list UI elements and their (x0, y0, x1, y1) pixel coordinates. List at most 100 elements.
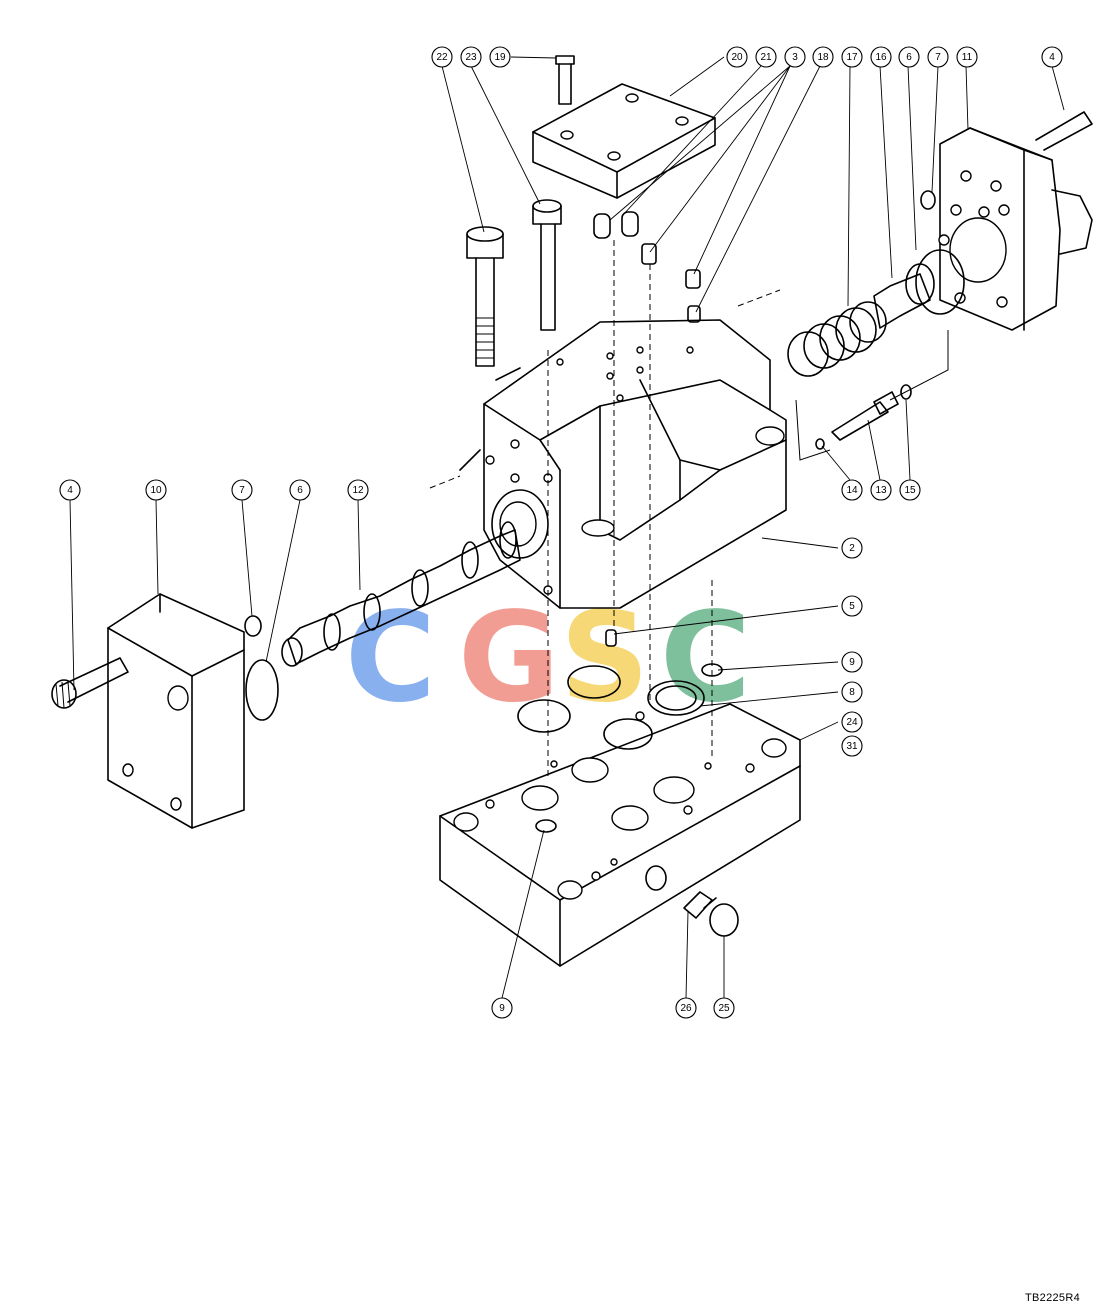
callout-label: 9 (849, 657, 855, 668)
right-end-cap (938, 111, 1093, 331)
o-ring-7-right (920, 190, 936, 210)
callout-12: 12 (347, 479, 369, 501)
callout-label: 6 (297, 485, 303, 496)
callout-circle (726, 46, 748, 68)
callout-circle (870, 46, 892, 68)
callout-circle (347, 479, 369, 501)
callout-20: 20 (726, 46, 748, 68)
callout-circle (870, 479, 892, 501)
callout-label: 8 (849, 687, 855, 698)
callout-24: 24 (841, 711, 863, 733)
callout-circle (460, 46, 482, 68)
callout-circle (841, 735, 863, 757)
callout-4: 4 (59, 479, 81, 501)
callout-circle (841, 651, 863, 673)
callout-circle (956, 46, 978, 68)
callout-label: 20 (731, 52, 743, 63)
callout-label: 17 (846, 52, 858, 63)
callout-circle (898, 46, 920, 68)
callout-label: 10 (150, 485, 162, 496)
callout-4: 4 (1041, 46, 1063, 68)
callout-label: 11 (962, 52, 973, 63)
center-lines (429, 240, 949, 780)
watermark: C G S C (345, 586, 751, 730)
leader-lines (69, 56, 1065, 999)
bolt-23 (532, 199, 562, 331)
callout-9: 9 (841, 651, 863, 673)
callout-8: 8 (841, 681, 863, 703)
callout-label: 6 (906, 52, 912, 63)
cover-plate (532, 83, 716, 199)
callout-circle (675, 997, 697, 1019)
callout-6: 6 (289, 479, 311, 501)
callout-21: 21 (755, 46, 777, 68)
drawing-reference-code: TB2225R4 (1025, 1292, 1080, 1304)
callout-25: 25 (713, 997, 735, 1019)
callout-label: 7 (935, 52, 941, 63)
callout-14: 14 (841, 479, 863, 501)
plugs (683, 891, 739, 937)
callout-label: 21 (760, 52, 772, 63)
callout-2: 2 (841, 537, 863, 559)
callout-11: 11 (956, 46, 978, 68)
o-ring-7-left (244, 615, 262, 637)
callout-16: 16 (870, 46, 892, 68)
watermark-letter-c1: C (345, 586, 436, 730)
callout-18: 18 (812, 46, 834, 68)
callout-circle (812, 46, 834, 68)
callout-label: 2 (849, 543, 855, 554)
callout-circle (431, 46, 453, 68)
callout-label: 7 (239, 485, 245, 496)
callout-circle (145, 479, 167, 501)
callout-23: 23 (460, 46, 482, 68)
callout-circle (841, 711, 863, 733)
callout-circle (231, 479, 253, 501)
callout-circle (713, 997, 735, 1019)
watermark-letter-s: S (560, 586, 649, 730)
callout-circle (841, 537, 863, 559)
callout-circle (784, 46, 806, 68)
callout-circle (59, 479, 81, 501)
callout-6: 6 (898, 46, 920, 68)
callout-label: 31 (846, 741, 858, 752)
callout-label: 22 (436, 52, 448, 63)
o-ring-6-left (245, 659, 279, 721)
callout-label: 23 (465, 52, 477, 63)
callout-19: 19 (489, 46, 511, 68)
callout-9: 9 (491, 997, 513, 1019)
spring (787, 301, 887, 377)
valve-body (459, 319, 787, 609)
callout-7: 7 (927, 46, 949, 68)
o-ring-6-right (915, 249, 965, 315)
callout-circle (841, 46, 863, 68)
callout-label: 18 (817, 52, 829, 63)
callout-label: 14 (846, 485, 858, 496)
callout-label: 3 (792, 52, 798, 63)
callout-label: 12 (352, 485, 364, 496)
small-seals (593, 211, 701, 323)
spool (281, 521, 521, 667)
callout-17: 17 (841, 46, 863, 68)
lower-plate (439, 703, 801, 967)
callout-label: 25 (718, 1003, 730, 1014)
callout-label: 9 (499, 1003, 505, 1014)
watermark-letter-g: G (458, 586, 560, 730)
plate-o-rings (517, 629, 723, 833)
left-end-cap (51, 593, 245, 829)
callout-label: 15 (904, 485, 916, 496)
relief-valve (815, 384, 912, 450)
callout-31: 31 (841, 735, 863, 757)
callout-circle (755, 46, 777, 68)
callout-circle (841, 595, 863, 617)
callout-circle (899, 479, 921, 501)
callout-label: 4 (1049, 52, 1055, 63)
spring-seat (873, 263, 935, 329)
callout-7: 7 (231, 479, 253, 501)
callout-10: 10 (145, 479, 167, 501)
callout-label: 5 (849, 601, 855, 612)
callout-3: 3 (784, 46, 806, 68)
callout-5: 5 (841, 595, 863, 617)
callout-circle (491, 997, 513, 1019)
